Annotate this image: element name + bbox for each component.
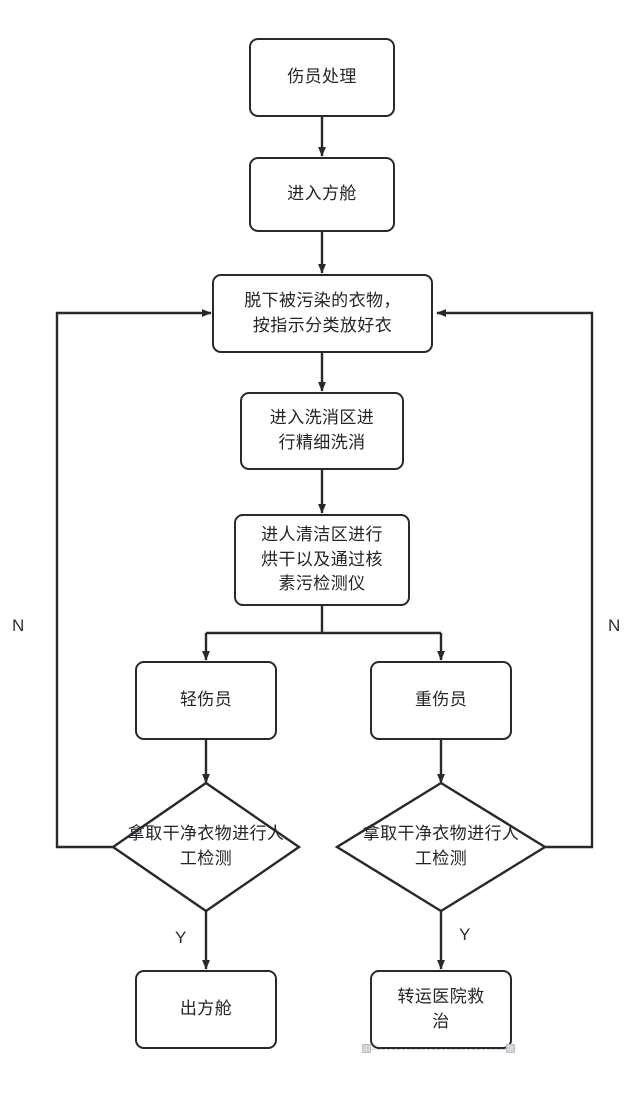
edge-label-right-yes: Y (459, 925, 471, 944)
process-node-transfer-to-hospital[interactable]: 转运医院救 治 (370, 970, 512, 1049)
process-node-clean-zone-drying-detection[interactable]: 进人清洁区进行 烘干以及通过核 素污检测仪 (234, 514, 410, 606)
process-node-minor-casualty[interactable]: 轻伤员 (135, 661, 277, 740)
edge-n8-n3-no (55, 309, 212, 849)
process-node-casualty-handling[interactable]: 伤员处理 (249, 38, 395, 117)
edge-label-left-yes: Y (175, 928, 187, 947)
process-node-exit-shelter[interactable]: 出方舱 (135, 970, 277, 1049)
decision-shape-right (334, 781, 548, 913)
selection-handle-bottom-right[interactable] (506, 1044, 515, 1053)
process-node-severe-casualty[interactable]: 重伤员 (370, 661, 512, 740)
edge-n9-n3-no (436, 309, 594, 849)
process-node-remove-contaminated-clothing[interactable]: 脱下被污染的衣物， 按指示分类放好衣 (212, 274, 433, 353)
edge-label-right-no: N (608, 616, 621, 635)
decision-shape-left (110, 781, 302, 913)
edge-label-left-no: N (12, 616, 25, 635)
process-node-fine-decontamination[interactable]: 进入洗消区进 行精细洗消 (240, 392, 404, 470)
process-node-enter-shelter[interactable]: 进入方舱 (249, 157, 395, 232)
selection-handle-bottom-left[interactable] (362, 1044, 371, 1053)
selection-outline-bottom (372, 1049, 510, 1050)
